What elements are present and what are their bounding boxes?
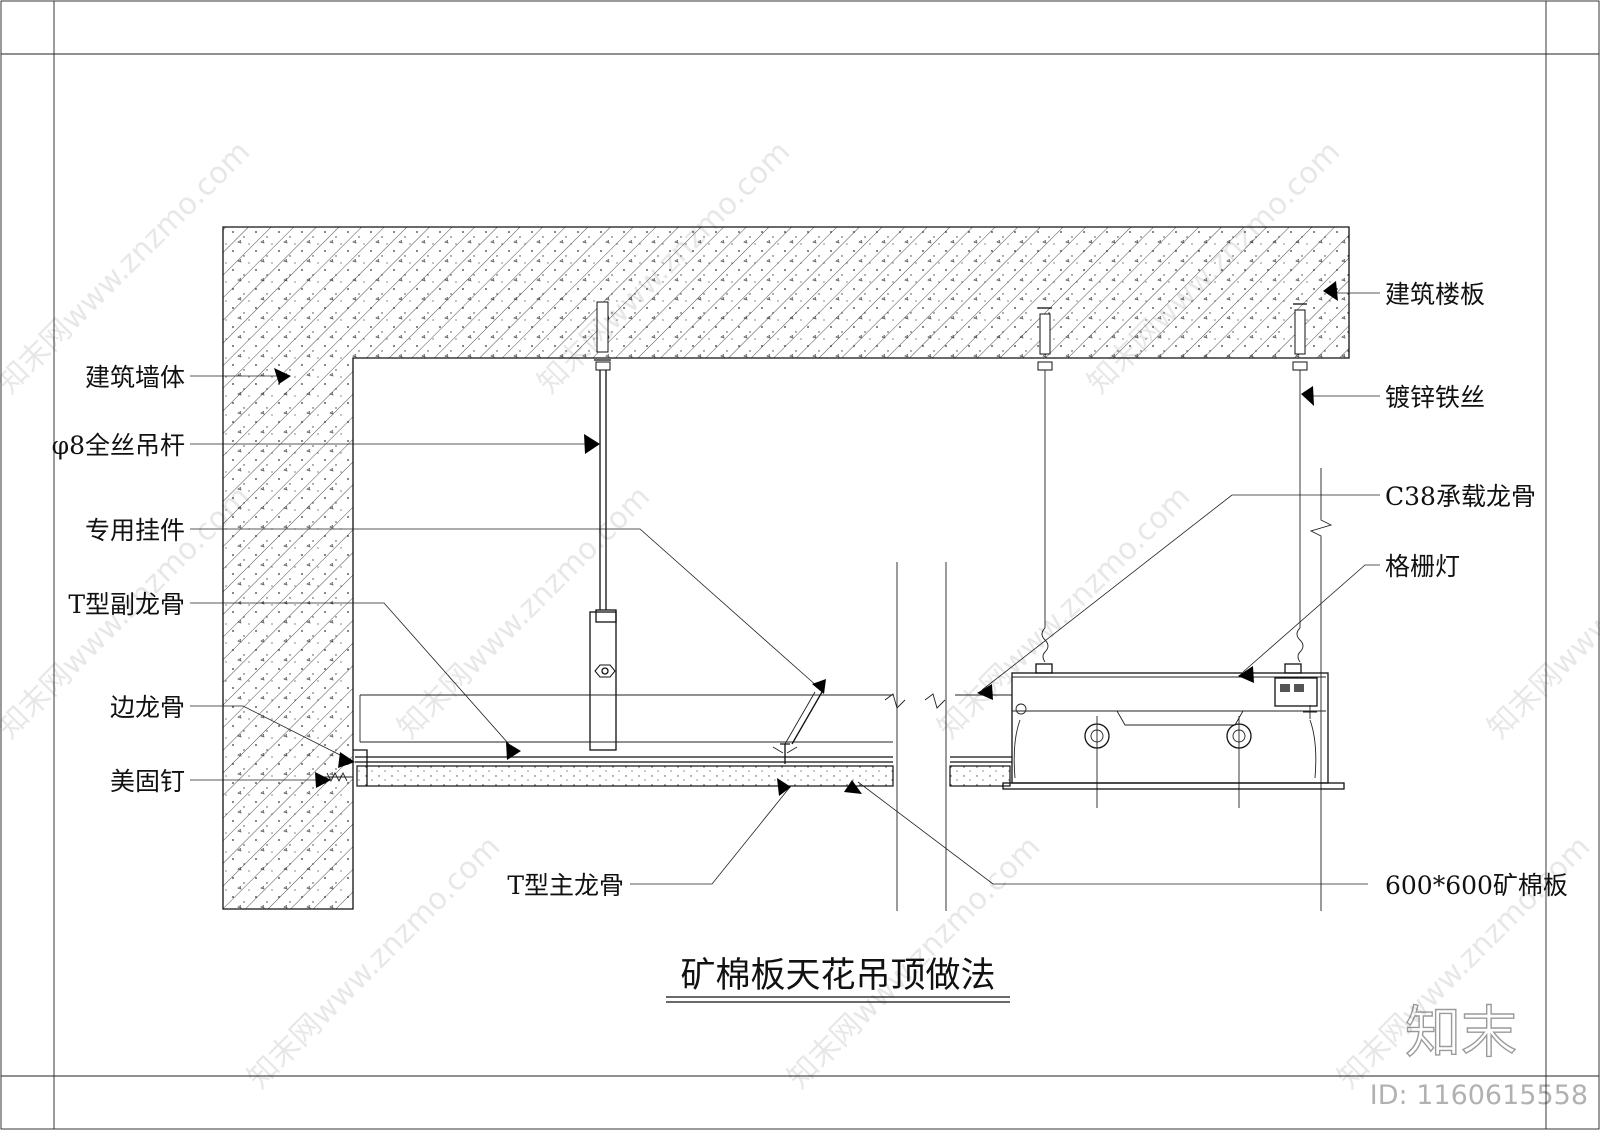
special-hanger	[589, 609, 617, 751]
galvanized-wire-1	[1037, 307, 1053, 663]
break-lines	[884, 468, 1333, 911]
label-slab: 建筑楼板	[1385, 280, 1485, 309]
label-sub-keel: T型副龙骨	[68, 590, 185, 619]
watermark-text: 知末网www.znzmo.com	[931, 479, 1197, 745]
watermark-id: ID: 1160615558	[1370, 1080, 1588, 1111]
t-main-keel	[772, 691, 823, 764]
building-slab	[353, 227, 1349, 358]
building-wall	[223, 227, 353, 909]
arrowheads	[274, 281, 1338, 796]
label-wall: 建筑墙体	[85, 363, 185, 392]
label-nail: 美固钉	[110, 767, 185, 796]
watermark-text: 知末网www.znzmo.com	[1481, 479, 1600, 745]
label-board: 600*600矿棉板	[1385, 871, 1568, 900]
label-main-keel: T型主龙骨	[507, 871, 624, 900]
leader-lines	[190, 292, 1380, 885]
galvanized-wire-2	[1292, 303, 1308, 663]
watermark-text: 知末网www.znzmo.com	[391, 479, 657, 745]
label-hanger: 专用挂件	[85, 516, 185, 545]
drawing-title-block: 矿棉板天花吊顶做法	[666, 956, 1010, 1003]
annotation-labels: 建筑墙体 φ8全丝吊杆 专用挂件 T型副龙骨 边龙骨 美固钉 T型主龙骨 建筑楼…	[52, 280, 1568, 900]
grille-light-fixture	[1002, 663, 1345, 808]
label-rod: φ8全丝吊杆	[52, 431, 185, 460]
t-sub-keel	[355, 756, 1012, 763]
threaded-rod	[594, 301, 611, 610]
drawing-title: 矿棉板天花吊顶做法	[680, 956, 995, 996]
label-wire: 镀锌铁丝	[1385, 383, 1485, 412]
watermark-brand: 知末	[1405, 1001, 1517, 1066]
mineral-board	[356, 765, 1011, 787]
label-grille-light: 格栅灯	[1385, 552, 1460, 581]
watermark-text: 知末网www.znzmo.com	[0, 134, 257, 400]
label-c38: C38承载龙骨	[1385, 482, 1536, 511]
edge-keel	[353, 749, 368, 786]
label-edge-keel: 边龙骨	[110, 693, 185, 722]
